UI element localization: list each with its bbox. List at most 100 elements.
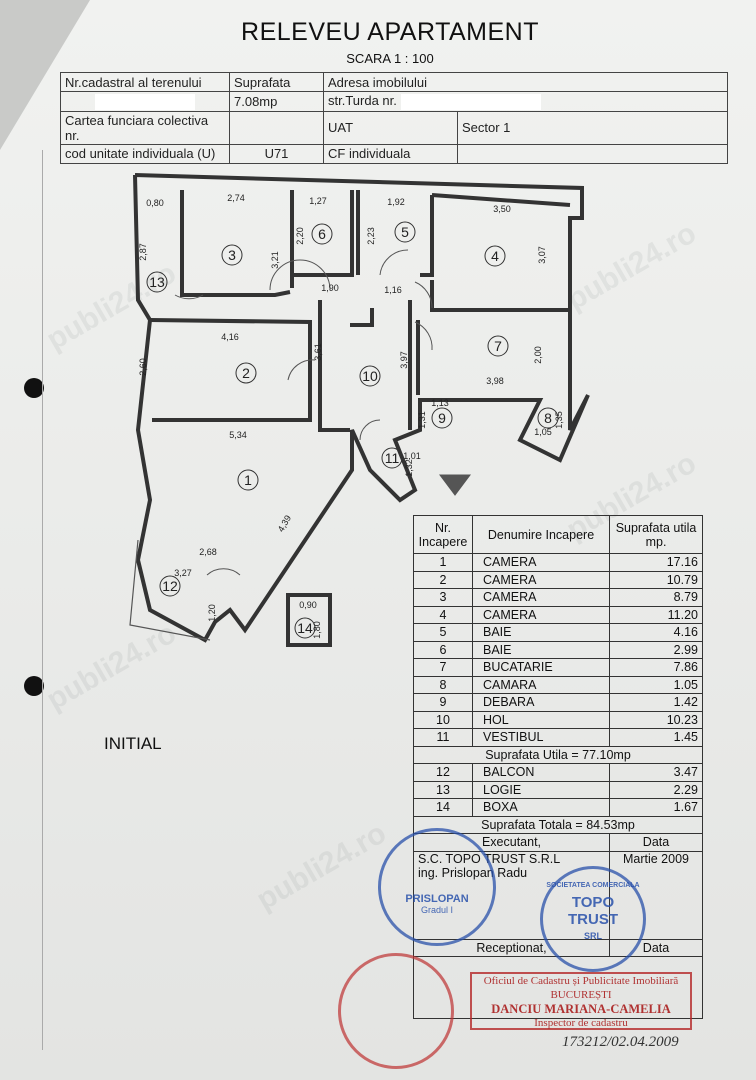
dimension-label: 1,20	[207, 604, 217, 622]
room-nr: 4	[413, 605, 473, 624]
stamp-text: Gradul I	[420, 905, 453, 915]
room-area: 1.05	[609, 675, 703, 694]
room-name: BALCON	[472, 763, 610, 782]
room-nr: 13	[413, 780, 473, 799]
cadastral-label: Nr.cadastral al terenului	[60, 72, 230, 92]
room-area: 1.42	[609, 693, 703, 712]
room-name: LOGIE	[472, 780, 610, 799]
punch-hole	[24, 676, 44, 696]
stamp-text: TRUST	[568, 911, 618, 928]
room-name: BAIE	[472, 623, 610, 642]
redaction	[400, 93, 541, 110]
address-value: str.Turda nr.	[323, 91, 728, 112]
room-area: 4.16	[609, 623, 703, 642]
room-nr: 9	[413, 693, 473, 712]
room-name: CAMARA	[472, 675, 610, 694]
dimension-label: 1,80	[312, 621, 322, 639]
dimension-label: 1,05	[534, 427, 552, 437]
room-nr: 11	[413, 728, 473, 747]
room-area: 10.79	[609, 570, 703, 589]
address-text: str.Turda nr.	[328, 93, 397, 108]
room-marker	[146, 271, 168, 293]
dimension-label: 2,87	[138, 243, 148, 261]
room-marker	[537, 407, 559, 429]
document-title: RELEVEU APARTAMENT	[241, 18, 539, 46]
dimension-label: 1,92	[387, 197, 405, 207]
dimension-label: 2,74	[227, 193, 245, 203]
dimension-label: 1,32	[404, 459, 414, 477]
walls	[133, 173, 590, 647]
room-number: 7	[494, 338, 502, 354]
room-number: 5	[401, 224, 409, 240]
inspector-role: Inspector de cadastru	[534, 1017, 628, 1029]
room-number: 8	[544, 410, 552, 426]
room-number: 4	[491, 248, 499, 264]
room-number: 2	[242, 365, 250, 381]
header-name: Denumire Incapere	[472, 515, 610, 554]
room-nr: 14	[413, 798, 473, 817]
room-number: 3	[228, 247, 236, 263]
room-name: DEBARA	[472, 693, 610, 712]
room-number: 6	[318, 226, 326, 242]
dimension-label: 5,34	[229, 430, 247, 440]
room-marker	[484, 245, 506, 267]
stamp-text: PRISLOPAN	[405, 893, 469, 905]
dimension-label: 3,97	[399, 351, 409, 369]
date-label: Data	[609, 833, 703, 852]
room-number: 11	[385, 450, 400, 466]
room-nr: 5	[413, 623, 473, 642]
room-name: BUCATARIE	[472, 658, 610, 677]
dimension-label: 0,80	[146, 198, 164, 208]
room-nr: 2	[413, 570, 473, 589]
punch-hole	[24, 378, 44, 398]
received-cell	[413, 956, 703, 1019]
room-area: 10.23	[609, 710, 703, 729]
registration-number: 173212/02.04.2009	[562, 1034, 679, 1050]
room-marker	[487, 335, 509, 357]
room-area: 17.16	[609, 553, 703, 572]
room-nr: 1	[413, 553, 473, 572]
dimension-label: 2,68	[199, 547, 217, 557]
room-nr: 10	[413, 710, 473, 729]
cf-label: Cartea funciara colectiva nr.	[60, 110, 230, 145]
room-marker	[381, 447, 403, 469]
room-marker	[221, 244, 243, 266]
room-nr: 3	[413, 588, 473, 607]
dimension-label: 2,60	[138, 358, 148, 376]
room-marker	[431, 407, 453, 429]
dimension-label: 3,27	[174, 568, 192, 578]
room-area: 1.45	[609, 728, 703, 747]
redaction	[95, 93, 195, 110]
dimension-label: 2,20	[295, 227, 305, 245]
room-area: 7.86	[609, 658, 703, 677]
room-name: BOXA	[472, 798, 610, 817]
stamp-text: SOCIETATEA COMERCIALA	[546, 882, 640, 889]
document-scale: SCARA 1 : 100	[346, 51, 434, 66]
unit-code-label: cod unitate individuala (U)	[60, 143, 230, 164]
room-area: 11.20	[609, 605, 703, 624]
dimension-label: 1,13	[431, 398, 449, 408]
stamp-text: BUCUREȘTI	[550, 989, 612, 1001]
dimension-label: 1,90	[321, 283, 339, 293]
geodesist-stamp: PRISLOPAN Gradul I	[378, 828, 496, 946]
room-name: CAMERA	[472, 553, 610, 572]
stamp-text: TOPO	[571, 894, 615, 911]
dimension-label: 1,31	[417, 411, 427, 429]
room-marker	[237, 469, 259, 491]
dimension-label: 4,39	[276, 513, 293, 533]
room-name: CAMERA	[472, 570, 610, 589]
room-area: 3.47	[609, 763, 703, 782]
header-area: Suprafata utila mp.	[609, 515, 703, 554]
ocpi-round-stamp	[338, 953, 454, 1069]
room-number: 12	[162, 578, 178, 594]
dimension-label: 3,21	[270, 251, 280, 269]
